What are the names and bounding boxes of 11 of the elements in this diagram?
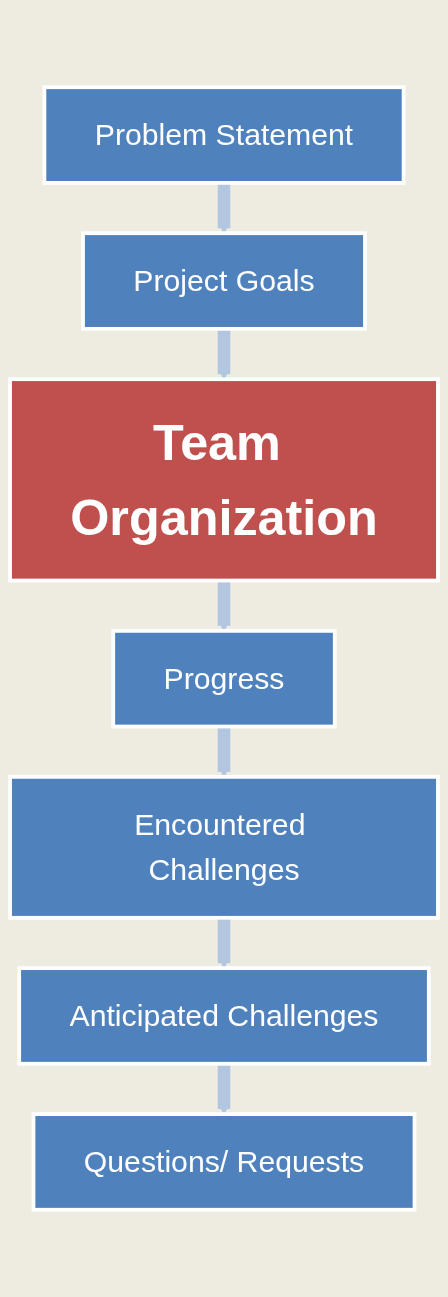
arrow [217, 1063, 231, 1115]
node-box: Questions/ Requests [31, 1112, 417, 1212]
arrow [217, 917, 231, 969]
node-box: Progress [111, 629, 337, 729]
node-box: Problem Statement [42, 85, 406, 185]
arrow [217, 182, 231, 234]
node-box: Anticipated Challenges [17, 966, 431, 1066]
node-box: Project Goals [81, 231, 367, 331]
node-box: Encountered Challenges [8, 774, 440, 920]
node-box: Team Organization [8, 377, 440, 583]
arrow [217, 328, 231, 380]
